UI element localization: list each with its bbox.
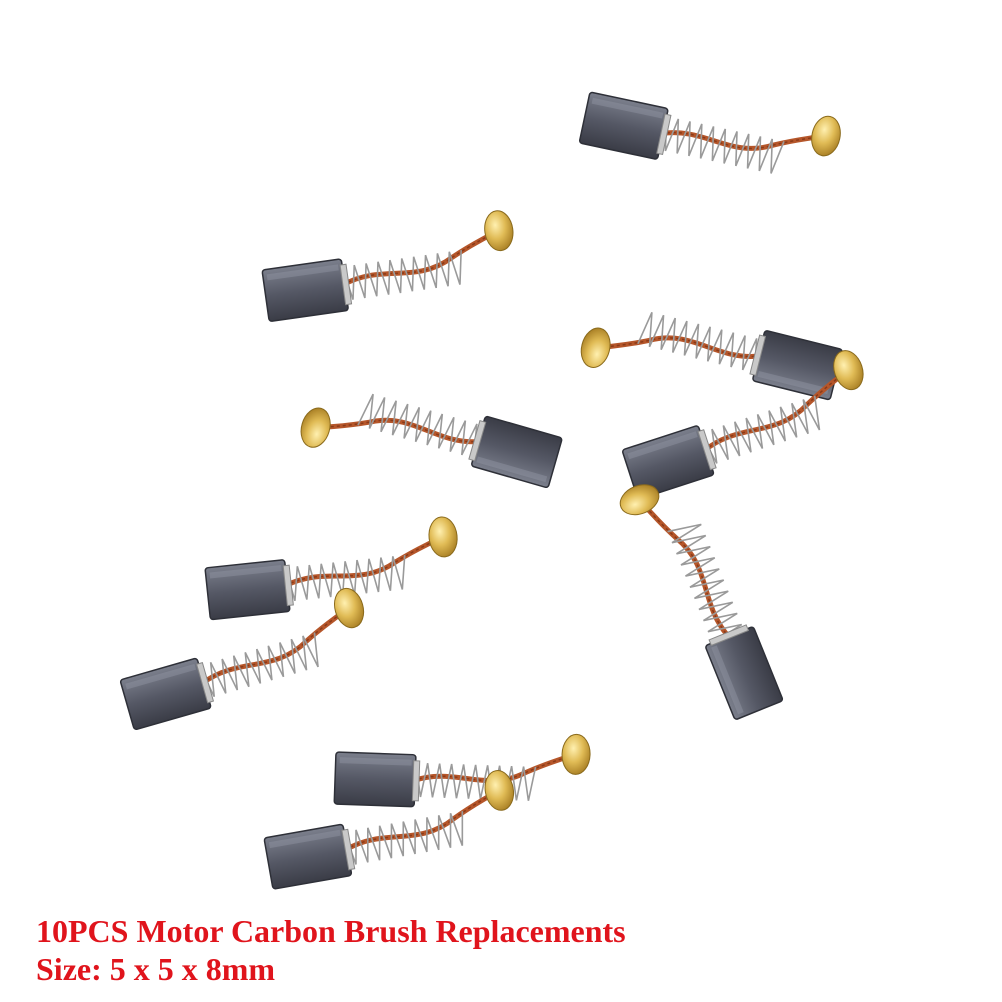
brush-6 <box>202 516 463 620</box>
product-size: Size: 5 x 5 x 8mm <box>36 951 276 988</box>
brush-3 <box>577 288 842 425</box>
brush-9 <box>334 726 591 813</box>
product-caption: 10PCS Motor Carbon Brush Replacements Si… <box>36 912 626 989</box>
product-title: 10PCS Motor Carbon Brush Replacements <box>36 913 626 949</box>
brush-1 <box>579 67 844 196</box>
brush-7 <box>616 465 783 730</box>
brush-2 <box>258 209 520 322</box>
brush-5 <box>614 347 880 500</box>
brush-4 <box>297 368 563 513</box>
